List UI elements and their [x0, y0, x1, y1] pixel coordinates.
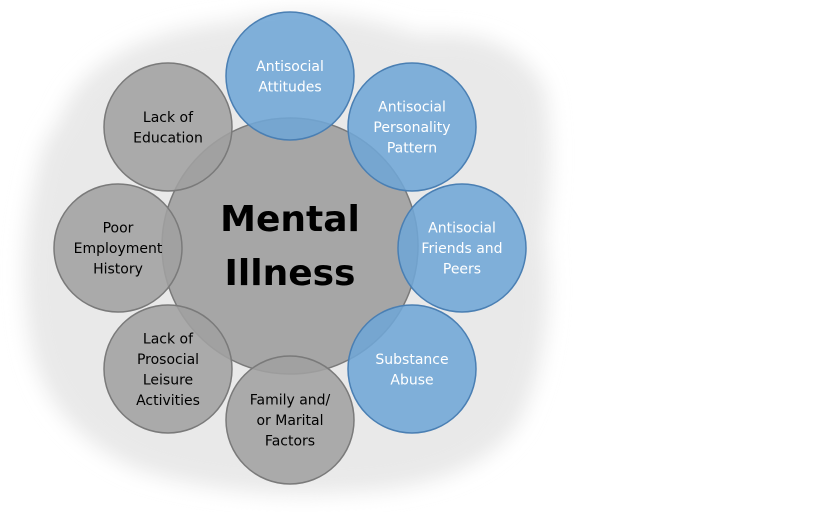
satellite-label-line: Poor	[103, 221, 134, 237]
satellite-circle	[347, 62, 477, 192]
satellite-circle	[103, 62, 233, 192]
satellite-label: Lack of Education	[133, 110, 203, 147]
satellite-circle	[225, 355, 355, 485]
satellite-label-line: Leisure	[143, 372, 193, 388]
center-label-line: Mental	[220, 199, 360, 240]
satellite-label-line: Activities	[136, 393, 200, 409]
satellite-circle	[347, 304, 477, 434]
satellite-label-line: Prosocial	[137, 352, 199, 368]
satellite-circle	[397, 183, 527, 313]
satellite-label-line: or Marital	[256, 413, 323, 429]
satellite-label-line: Antisocial	[428, 221, 496, 237]
satellite-label-line: Attitudes	[258, 79, 321, 95]
satellite-label-line: History	[93, 262, 143, 278]
satellite-label-line: Friends and	[421, 241, 502, 257]
satellite-label-line: Factors	[265, 434, 315, 450]
satellite-label-line: Pattern	[387, 141, 437, 157]
center-label-line: Illness	[225, 253, 356, 294]
satellite-label-line: Employment	[74, 241, 163, 257]
satellite-circle	[53, 183, 183, 313]
satellite-circle	[103, 304, 233, 434]
satellite-label-line: Education	[133, 130, 203, 146]
satellite-label-line: Family and/	[250, 393, 331, 409]
satellite-label-line: Lack of	[143, 110, 194, 126]
satellite-circle	[225, 11, 355, 141]
satellite-label-line: Substance	[375, 352, 448, 368]
satellite-label-line: Personality	[373, 120, 450, 136]
satellite-node-lack-of-education: Lack of Education	[103, 62, 233, 192]
satellite-label-line: Abuse	[390, 372, 433, 388]
satellite-label-line: Antisocial	[256, 59, 324, 75]
satellite-label-line: Lack of	[143, 331, 194, 347]
satellite-label-line: Peers	[443, 262, 481, 278]
satellite-label-line: Antisocial	[378, 100, 446, 116]
